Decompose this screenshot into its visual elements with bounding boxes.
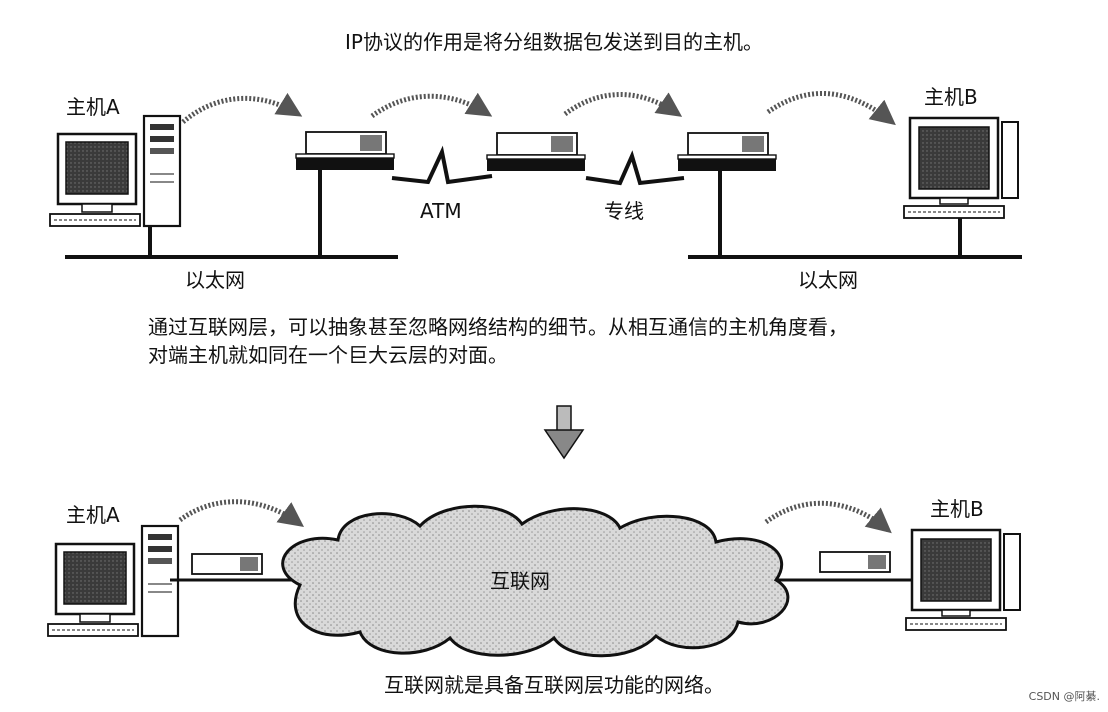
- bottom-host-b-computer-icon: [904, 528, 1022, 632]
- ethernet-left-label: 以太网: [185, 268, 245, 292]
- watermark: CSDN @阿綦.: [1029, 690, 1100, 703]
- internet-cloud-icon: [281, 504, 790, 658]
- middle-text-line-1: 通过互联网层，可以抽象甚至忽略网络结构的细节。从相互通信的主机角度看，: [148, 315, 848, 339]
- bottom-arrow-left-icon: [178, 499, 305, 527]
- atm-link-icon: [391, 145, 493, 185]
- bottom-host-a-label: 主机A: [66, 503, 120, 527]
- host-b-computer-icon: [902, 116, 1020, 220]
- host-a-label: 主机A: [66, 95, 120, 119]
- router-1-icon: [295, 131, 395, 171]
- router-3-icon: [677, 132, 777, 172]
- atm-label: ATM: [420, 199, 462, 223]
- bottom-caption: 互联网就是具备互联网层功能的网络。: [384, 673, 724, 697]
- bottom-host-a-computer-icon: [46, 524, 180, 638]
- bottom-network-diagram: 主机A 互联网 主机B: [46, 497, 1022, 658]
- host-a-computer-icon: [48, 114, 182, 228]
- host-b-label: 主机B: [924, 85, 978, 109]
- down-arrow-icon: [543, 405, 585, 460]
- bottom-arrow-right-icon: [764, 500, 892, 534]
- hop-arrow-1-icon: [181, 92, 303, 124]
- middle-text-line-2: 对端主机就如同在一个巨大云层的对面。: [148, 343, 508, 367]
- ethernet-right-label: 以太网: [798, 268, 858, 292]
- hop-arrow-2-icon: [370, 92, 493, 119]
- internet-label: 互联网: [490, 569, 550, 593]
- hop-arrow-3-icon: [563, 92, 683, 117]
- top-network-diagram: 主机A 以太网 ATM 专线 以太网 主机B: [48, 85, 1022, 292]
- hop-arrow-4-icon: [766, 90, 896, 126]
- router-2-icon: [486, 132, 586, 172]
- bottom-host-b-label: 主机B: [930, 497, 984, 521]
- bottom-router-right-icon: [819, 551, 891, 573]
- title: IP协议的作用是将分组数据包发送到目的主机。: [345, 30, 763, 54]
- leased-line-label: 专线: [604, 199, 644, 223]
- leased-line-link-icon: [585, 150, 685, 186]
- bottom-router-left-icon: [191, 553, 263, 575]
